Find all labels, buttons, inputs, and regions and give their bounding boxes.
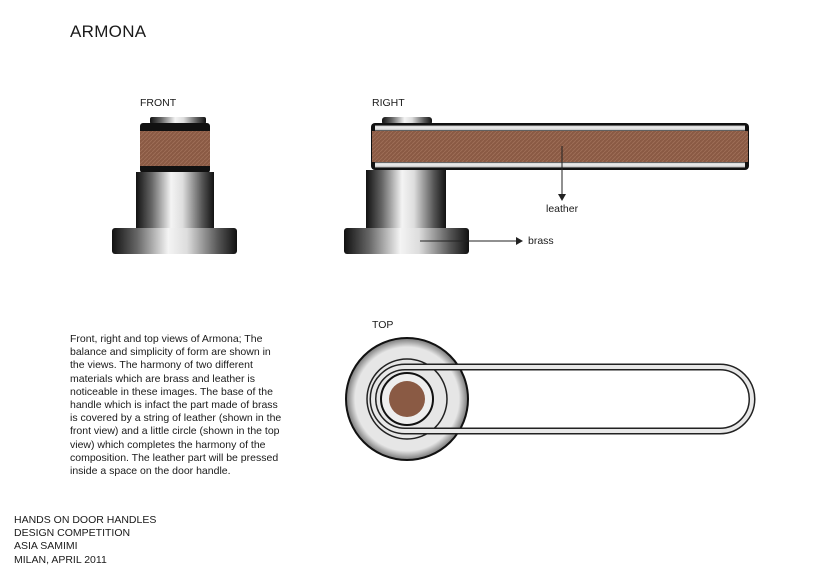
page-title: ARMONA xyxy=(70,22,147,41)
front-view-drawing xyxy=(112,117,237,254)
right-view-drawing xyxy=(344,117,749,254)
credits-line: ASIA SAMIMI xyxy=(14,540,78,553)
top-view-label: TOP xyxy=(372,319,394,331)
credits-line: MILAN, APRIL 2011 xyxy=(14,553,107,566)
right-view-label: RIGHT xyxy=(372,97,405,109)
brass-annotation: brass xyxy=(528,235,554,247)
leather-annotation: leather xyxy=(546,203,579,215)
front-view-label: FRONT xyxy=(140,97,177,109)
credits-line: DESIGN COMPETITION xyxy=(14,527,131,540)
credits-line: HANDS ON DOOR HANDLES xyxy=(14,514,157,526)
description-text: Front, right and top views of Armona; Th… xyxy=(70,333,282,478)
credits: HANDS ON DOOR HANDLES DESIGN COMPETITION… xyxy=(14,514,156,567)
top-view-drawing xyxy=(345,337,756,461)
